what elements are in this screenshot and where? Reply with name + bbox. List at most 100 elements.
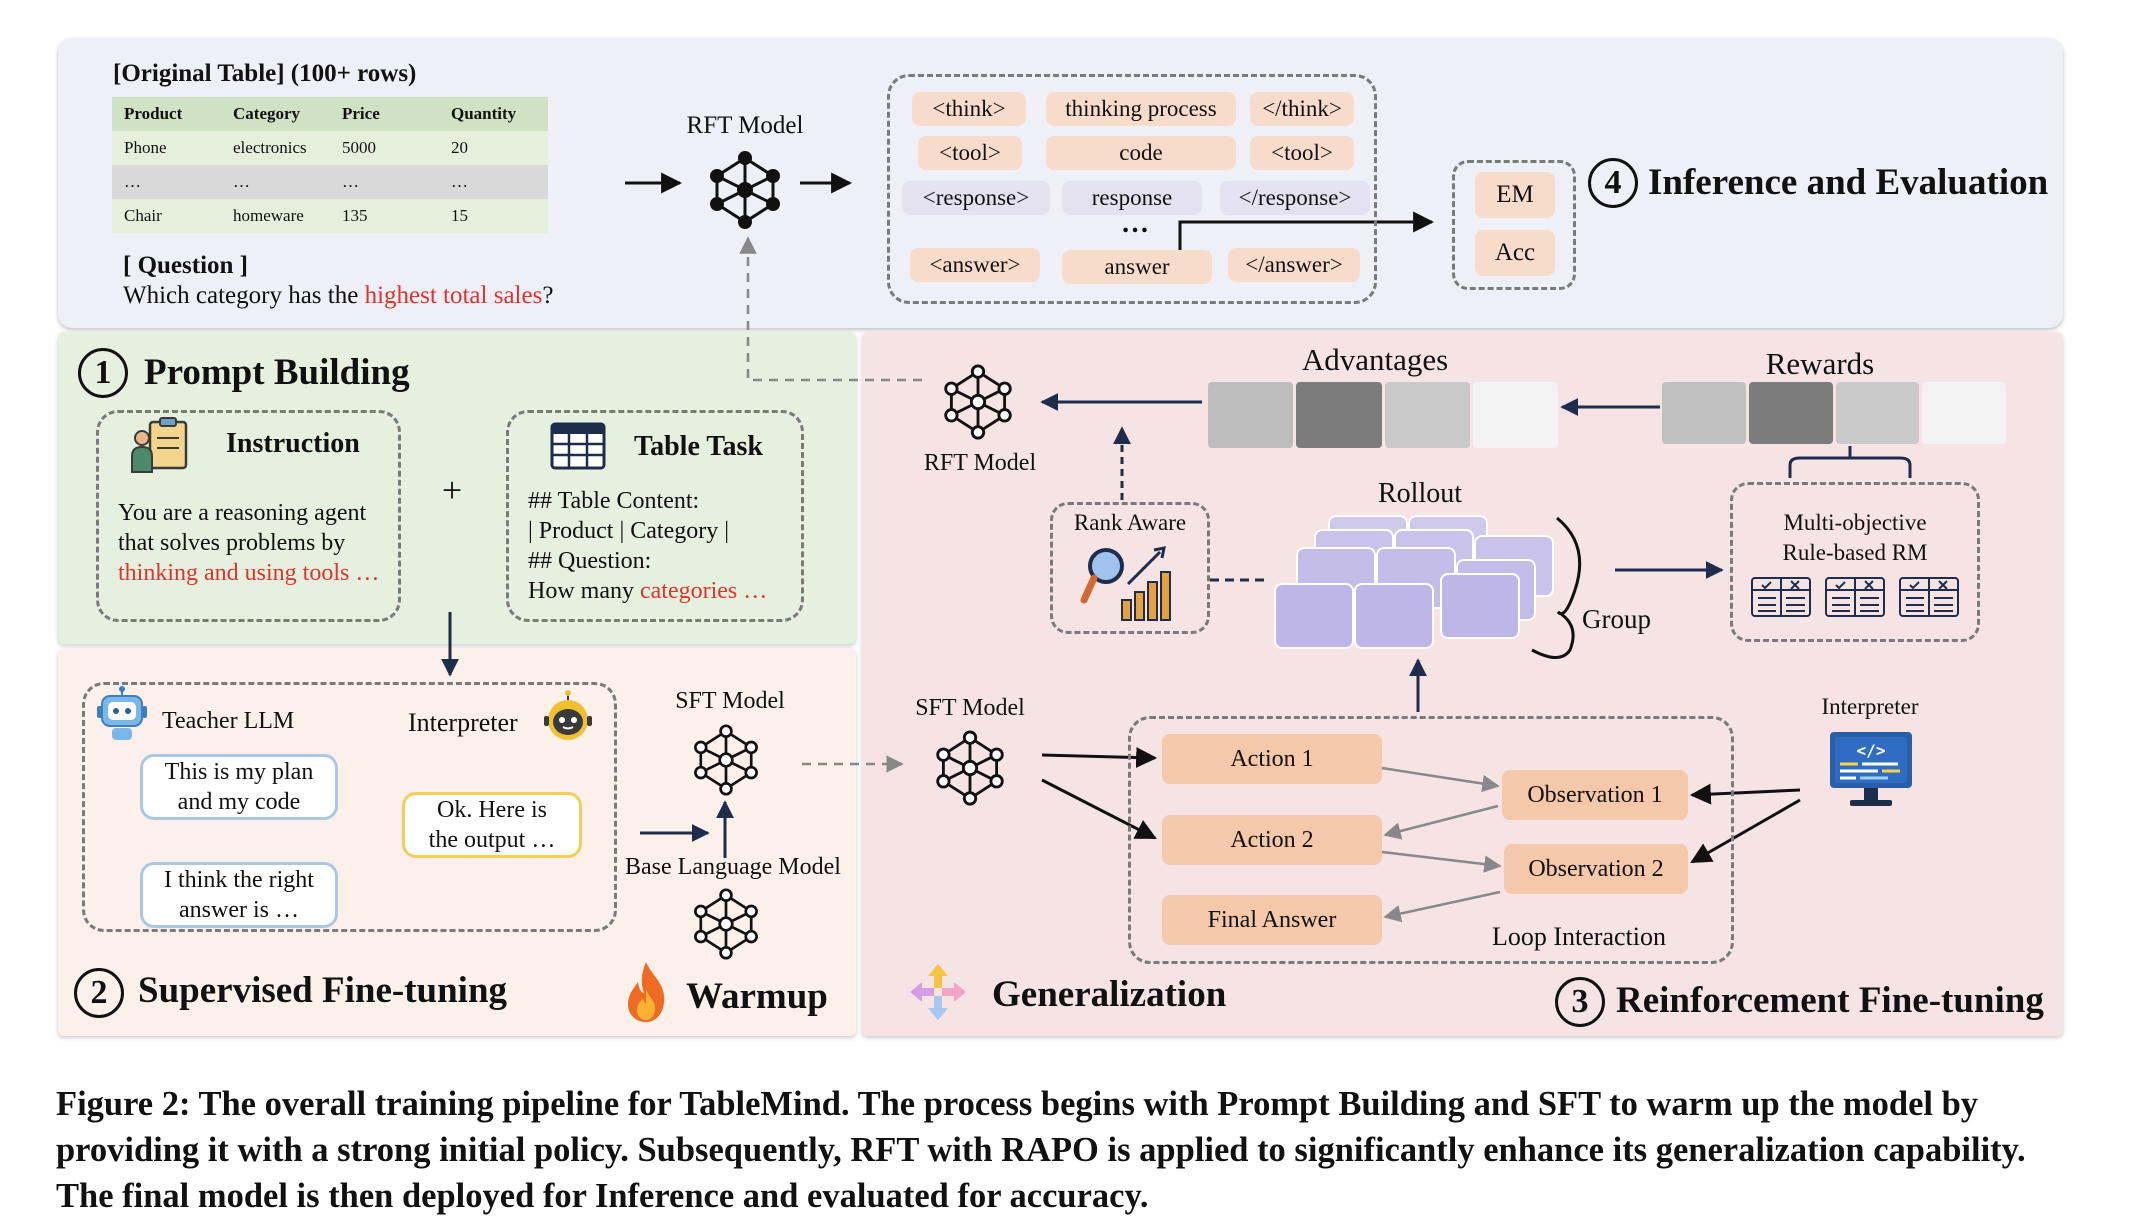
code-monitor-icon: </> bbox=[1830, 732, 1912, 806]
step-3-badge: 3 bbox=[1555, 977, 1605, 1027]
plus-sign: + bbox=[441, 470, 463, 510]
rank-aware-box bbox=[1050, 502, 1210, 634]
table-cell: 135 bbox=[342, 206, 368, 225]
answer-body-tag: answer bbox=[1062, 250, 1212, 284]
figure-caption: Figure 2: The overall training pipeline … bbox=[56, 1085, 2026, 1215]
table-cell: … bbox=[124, 172, 141, 191]
advantage-cell bbox=[1296, 382, 1382, 448]
step-1-title: Prompt Building bbox=[144, 352, 410, 393]
teacher-answer-text: I think the right answer is … bbox=[164, 867, 314, 923]
sft-model-label: SFT Model bbox=[675, 688, 785, 714]
response-close-tag: </response> bbox=[1220, 181, 1370, 215]
task-line-1: ## Table Content: bbox=[528, 488, 700, 514]
tool-body-tag: code bbox=[1046, 136, 1236, 170]
teacher-answer-bubble: I think the right answer is … bbox=[140, 862, 338, 928]
interpreter-bot-icon bbox=[544, 690, 592, 740]
answer-close-tag: </answer> bbox=[1228, 248, 1360, 282]
step-4-badge: 4 bbox=[1588, 158, 1638, 208]
think-body-tag: thinking process bbox=[1046, 92, 1236, 126]
question-label: [ Question ] bbox=[123, 252, 248, 279]
loop-interaction-label: Loop Interaction bbox=[1492, 922, 1666, 951]
question-suffix: ? bbox=[542, 282, 554, 309]
rollout-card bbox=[1440, 573, 1520, 639]
step-1-badge: 1 bbox=[78, 348, 128, 398]
rm-line-2: Rule-based RM bbox=[1782, 540, 1928, 565]
step-3-title: Reinforcement Fine-tuning bbox=[1616, 980, 2044, 1021]
rank-aware-label: Rank Aware bbox=[1073, 510, 1187, 535]
table-cell: 5000 bbox=[342, 138, 376, 157]
rewards-label: Rewards bbox=[1765, 346, 1875, 381]
original-table: Product Category Price Quantity Phone el… bbox=[112, 97, 548, 233]
advantage-cell bbox=[1384, 382, 1470, 448]
rollout-card bbox=[1354, 583, 1434, 649]
neural-network-icon bbox=[944, 364, 1012, 440]
generalization-icon bbox=[910, 964, 966, 1020]
question-text: Which category has the highest total sal… bbox=[123, 282, 553, 311]
task-line-4-highlight: categories … bbox=[639, 578, 768, 604]
table-cell: homeware bbox=[233, 206, 304, 225]
reward-cell bbox=[1662, 382, 1746, 444]
advantage-cell bbox=[1208, 382, 1294, 448]
table-icon bbox=[550, 422, 606, 470]
table-cell: Chair bbox=[124, 206, 162, 225]
interpreter-label-rft: Interpreter bbox=[1821, 694, 1919, 719]
sft-model-label-rft: SFT Model bbox=[915, 695, 1025, 721]
advantage-cell bbox=[1472, 382, 1558, 448]
teacher-plan-bubble: This is my plan and my code bbox=[140, 754, 338, 820]
table-task-box bbox=[506, 410, 804, 622]
step-4-title: Inference and Evaluation bbox=[1648, 162, 2049, 203]
task-line-2: | Product | Category | bbox=[528, 518, 730, 544]
generalization-label: Generalization bbox=[992, 974, 1227, 1015]
rollout-stack bbox=[1270, 515, 1554, 650]
svg-text:</>: </> bbox=[1857, 741, 1886, 760]
step-2-badge: 2 bbox=[74, 968, 124, 1018]
original-table-title: [Original Table] (100+ rows) bbox=[113, 60, 417, 87]
rank-chart-icon bbox=[1080, 546, 1171, 621]
observation-2-box: Observation 2 bbox=[1504, 844, 1688, 894]
table-cell: 20 bbox=[451, 138, 468, 157]
tags-ellipsis: … bbox=[1121, 208, 1149, 239]
robot-icon bbox=[97, 686, 147, 740]
final-answer-box: Final Answer bbox=[1162, 895, 1382, 945]
rft-model-label: RFT Model bbox=[923, 450, 1037, 476]
group-label: Group bbox=[1582, 604, 1651, 634]
table-cell: Phone bbox=[124, 138, 167, 157]
neural-network-icon bbox=[694, 724, 758, 796]
neural-network-icon bbox=[694, 888, 758, 960]
neural-network-icon bbox=[936, 730, 1004, 806]
observation-1-box: Observation 1 bbox=[1502, 770, 1688, 820]
prompt-building-panel bbox=[58, 332, 856, 644]
table-cell: … bbox=[342, 172, 359, 191]
rewards-bar bbox=[1662, 382, 2006, 444]
table-header-cell: Quantity bbox=[451, 104, 517, 123]
tool-open-tag: <tool> bbox=[918, 136, 1022, 170]
table-cell: … bbox=[233, 172, 250, 191]
instruction-highlight: thinking and using tools … bbox=[118, 560, 380, 586]
table-cell: electronics bbox=[233, 138, 307, 157]
rft-model-label-top: RFT Model bbox=[686, 112, 804, 139]
inference-panel bbox=[58, 38, 2063, 328]
neural-network-icon bbox=[710, 151, 780, 229]
think-close-tag: </think> bbox=[1250, 92, 1354, 126]
instruction-box bbox=[96, 410, 401, 622]
question-prefix: Which category has the bbox=[123, 282, 365, 309]
advantages-label: Advantages bbox=[1301, 342, 1449, 377]
table-cell: … bbox=[451, 172, 468, 191]
teacher-plan-text: This is my plan and my code bbox=[164, 759, 314, 815]
fire-icon bbox=[628, 962, 665, 1022]
reward-cell bbox=[1748, 382, 1833, 444]
task-line-4-prefix: How many bbox=[528, 578, 640, 604]
em-metric: EM bbox=[1475, 172, 1555, 218]
interpreter-output-text: Ok. Here is the output … bbox=[428, 797, 556, 853]
action-1-box: Action 1 bbox=[1162, 734, 1382, 784]
task-line-3: ## Question: bbox=[528, 548, 652, 574]
table-header-cell: Product bbox=[124, 104, 183, 123]
step-2-title: Supervised Fine-tuning bbox=[138, 970, 508, 1011]
reward-model-box bbox=[1730, 482, 1980, 642]
reward-cell bbox=[1922, 382, 2006, 444]
interpreter-output-bubble: Ok. Here is the output … bbox=[402, 792, 582, 858]
reward-cell bbox=[1835, 382, 1920, 444]
rollout-label: Rollout bbox=[1377, 478, 1462, 509]
rollout-card bbox=[1274, 583, 1354, 649]
